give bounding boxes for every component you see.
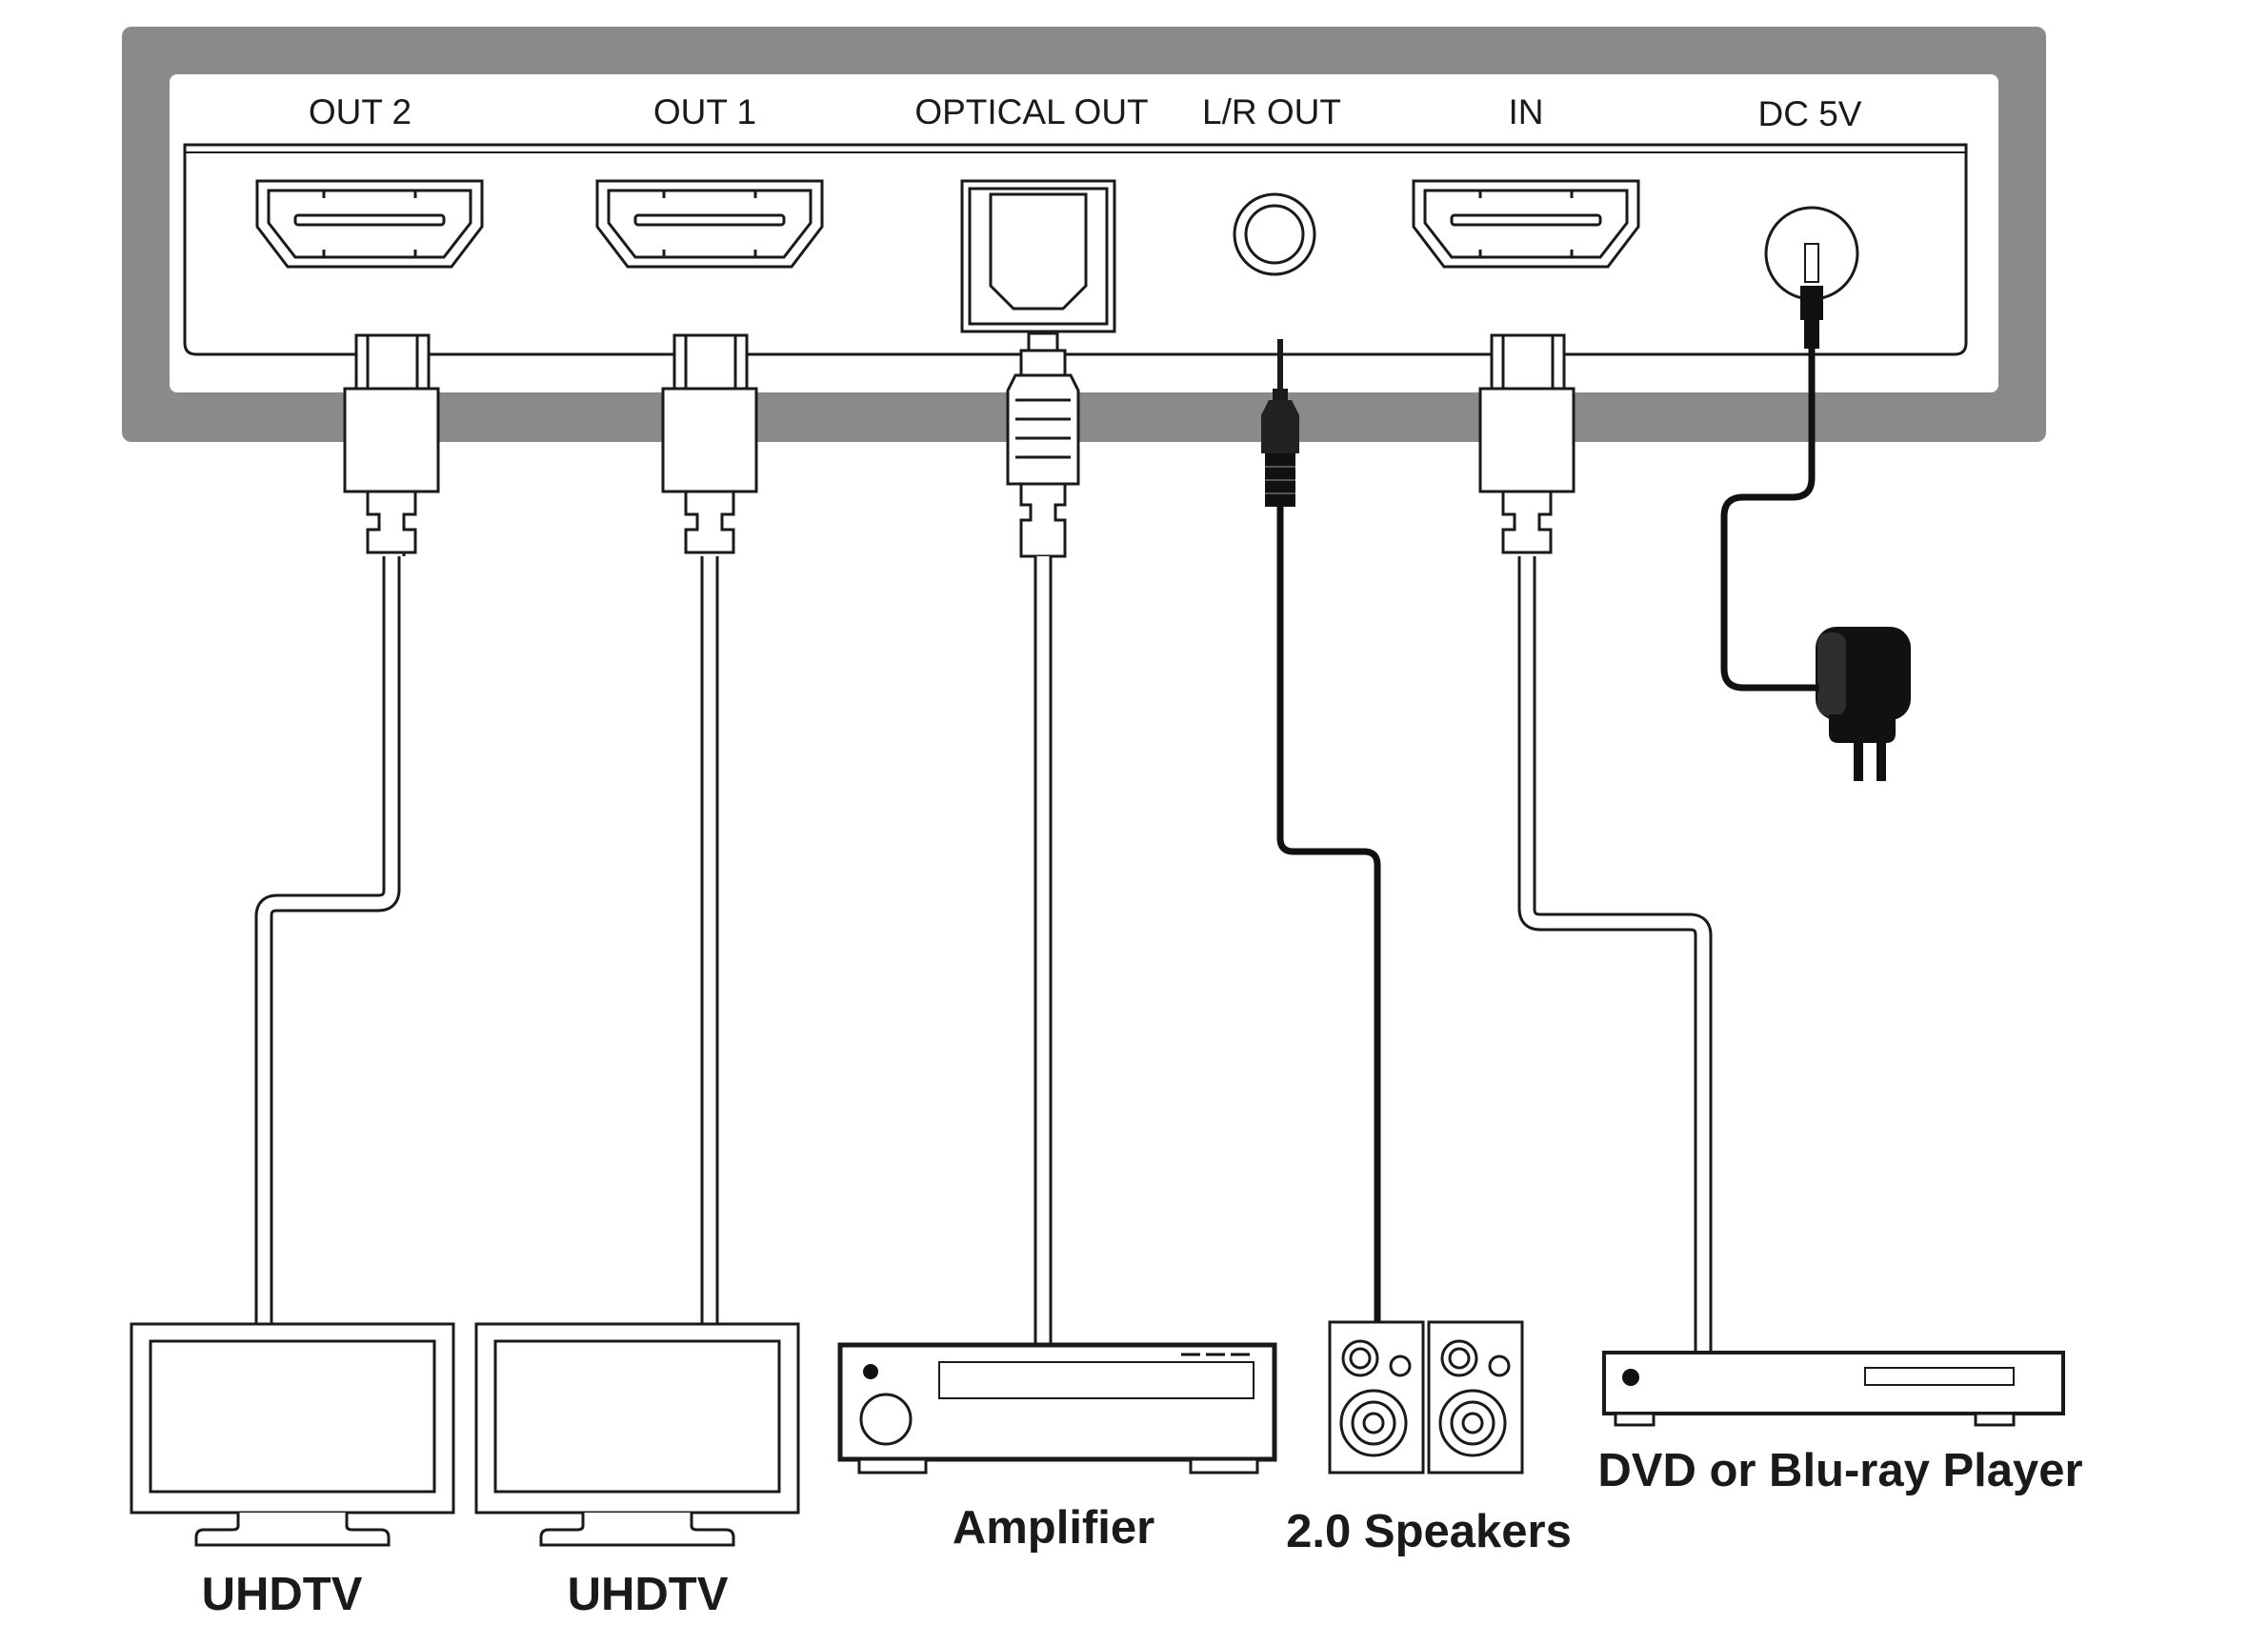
hdmi-plug-out2-icon xyxy=(343,333,440,556)
optical-port-icon xyxy=(960,179,1116,333)
splitter-back-panel xyxy=(122,27,2046,442)
amplifier-device-icon xyxy=(837,1342,1277,1475)
uhdtv-2-icon xyxy=(130,1322,455,1547)
port-label-out1: OUT 1 xyxy=(653,92,756,131)
disc-player-device-icon xyxy=(1602,1351,2065,1427)
audio-plug-icon xyxy=(1261,339,1299,507)
device-label-speakers: 2.0 Speakers xyxy=(1286,1506,1572,1557)
cable-lr xyxy=(1276,507,1381,1322)
port-label-lr: L/R OUT xyxy=(1202,92,1341,131)
hdmi-port-out1-icon xyxy=(595,179,824,269)
device-label-amplifier: Amplifier xyxy=(953,1502,1154,1554)
cable-in xyxy=(1517,556,1713,1351)
port-label-dc: DC 5V xyxy=(1758,94,1862,133)
hdmi-plug-in-icon xyxy=(1478,333,1576,554)
optical-plug-icon xyxy=(1006,331,1080,558)
port-label-optical: OPTICAL OUT xyxy=(914,92,1148,131)
audio-jack-port-icon xyxy=(1233,192,1316,276)
uhdtv-1-icon xyxy=(474,1322,800,1547)
dc-plug-icon xyxy=(1800,286,1823,349)
port-label-in: IN xyxy=(1509,92,1544,131)
hdmi-port-in-icon xyxy=(1412,179,1640,269)
device-label-uhdtv-1: UHDTV xyxy=(568,1569,729,1620)
cable-out2 xyxy=(254,556,401,1324)
device-label-player: DVD or Blu-ray Player xyxy=(1597,1445,2082,1496)
speakers-device-icon xyxy=(1328,1320,1524,1475)
cable-dc xyxy=(1720,349,1819,692)
hdmi-port-out2-icon xyxy=(255,179,484,269)
port-label-out2: OUT 2 xyxy=(309,92,411,131)
power-adapter-icon xyxy=(1816,627,1911,781)
hdmi-plug-out1-icon xyxy=(661,333,758,554)
device-label-uhdtv-2: UHDTV xyxy=(202,1569,363,1620)
